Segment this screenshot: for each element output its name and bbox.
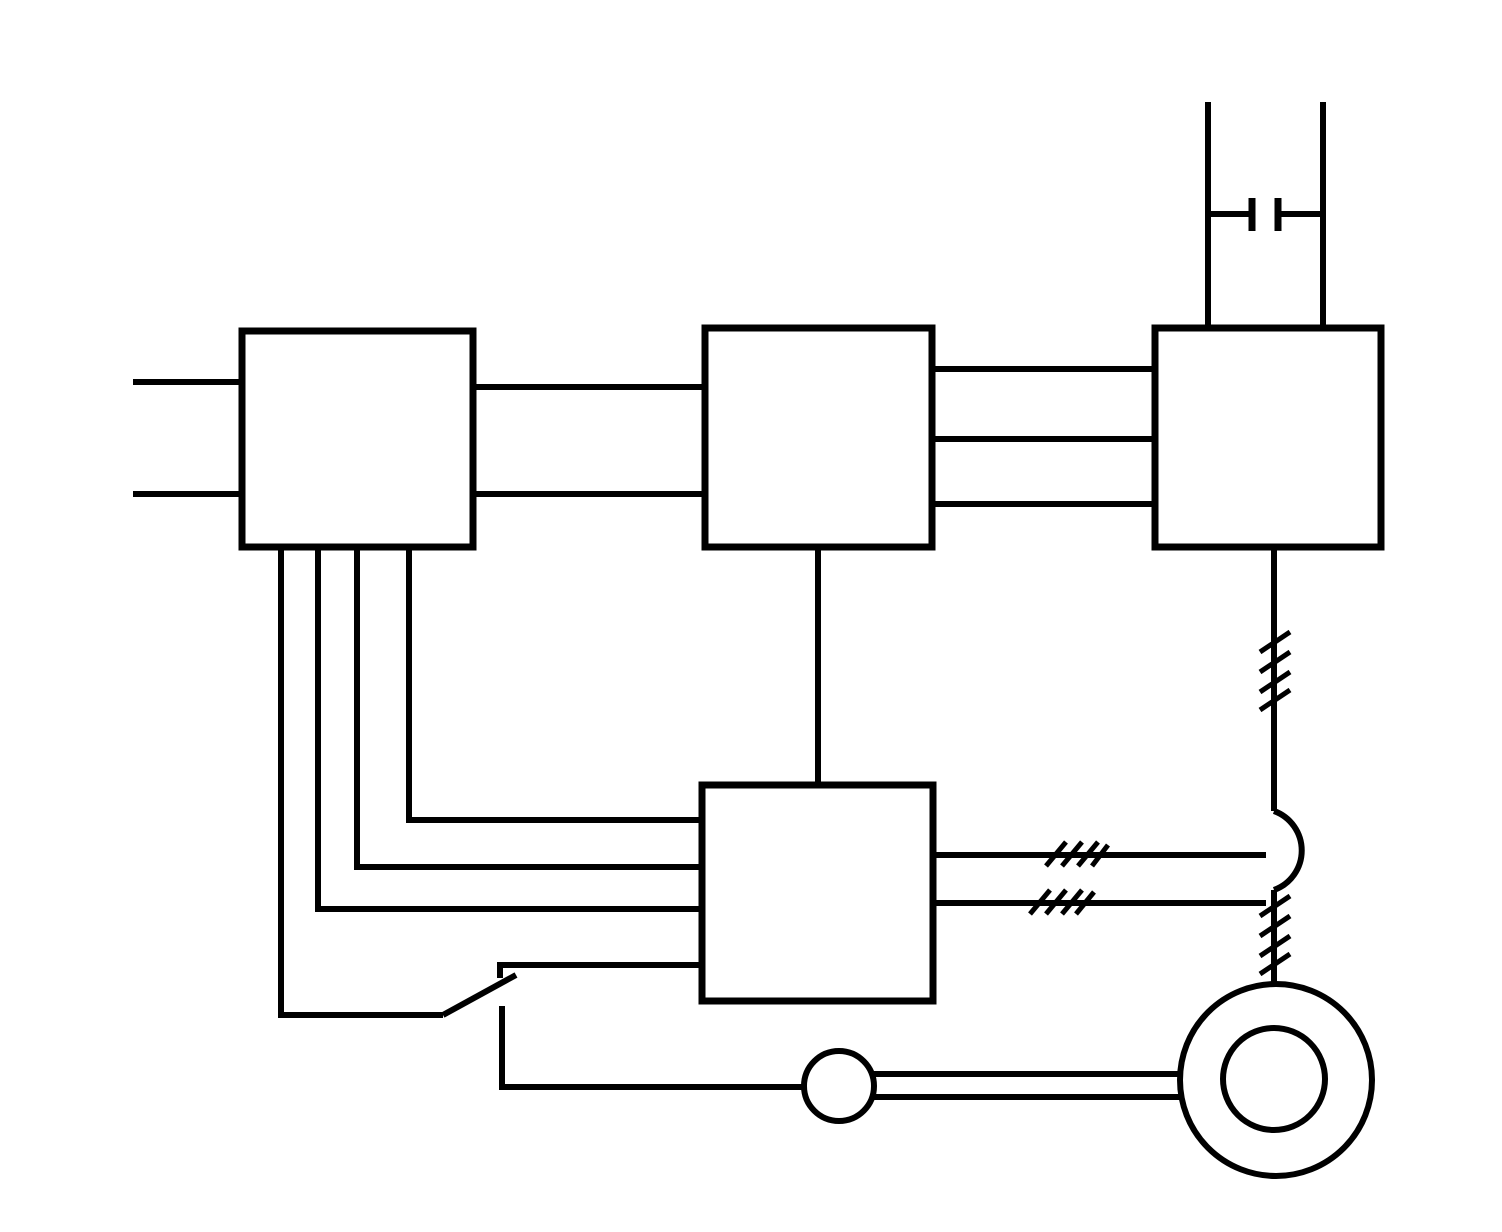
wire bbox=[499, 1006, 805, 1090]
switch-icon bbox=[441, 962, 805, 1090]
wires-block4-to-junction bbox=[933, 852, 1266, 906]
wire bbox=[406, 547, 702, 823]
bus-block1-to-block4 bbox=[278, 547, 702, 1018]
motor-icon bbox=[1177, 981, 1375, 1179]
hatch-horizontal-bottom bbox=[1028, 888, 1096, 916]
hatch-horizontal-top bbox=[1044, 840, 1110, 868]
block-1 bbox=[238, 327, 477, 551]
sensor-body bbox=[801, 1048, 877, 1124]
wire bbox=[354, 547, 702, 870]
hatch-vertical-lower bbox=[1258, 893, 1292, 977]
sensor-circle bbox=[801, 1048, 1180, 1124]
input-leads bbox=[133, 379, 242, 497]
block-3 bbox=[1151, 324, 1385, 551]
hatch-marks bbox=[1028, 629, 1292, 977]
motor-rotor bbox=[1220, 1025, 1328, 1133]
wire bbox=[315, 547, 702, 912]
arc-crossover bbox=[1272, 808, 1305, 893]
bus-block1-to-block2 bbox=[473, 384, 705, 497]
capacitor-icon bbox=[1205, 102, 1326, 328]
block-4 bbox=[698, 781, 937, 1005]
hatch-vertical-upper bbox=[1258, 629, 1292, 713]
block-2 bbox=[701, 324, 936, 551]
switch-blade bbox=[441, 972, 518, 1018]
wire bbox=[497, 962, 702, 978]
motor-stator bbox=[1177, 981, 1375, 1179]
wire bbox=[278, 547, 443, 1018]
bus-block2-to-block3 bbox=[932, 366, 1155, 507]
